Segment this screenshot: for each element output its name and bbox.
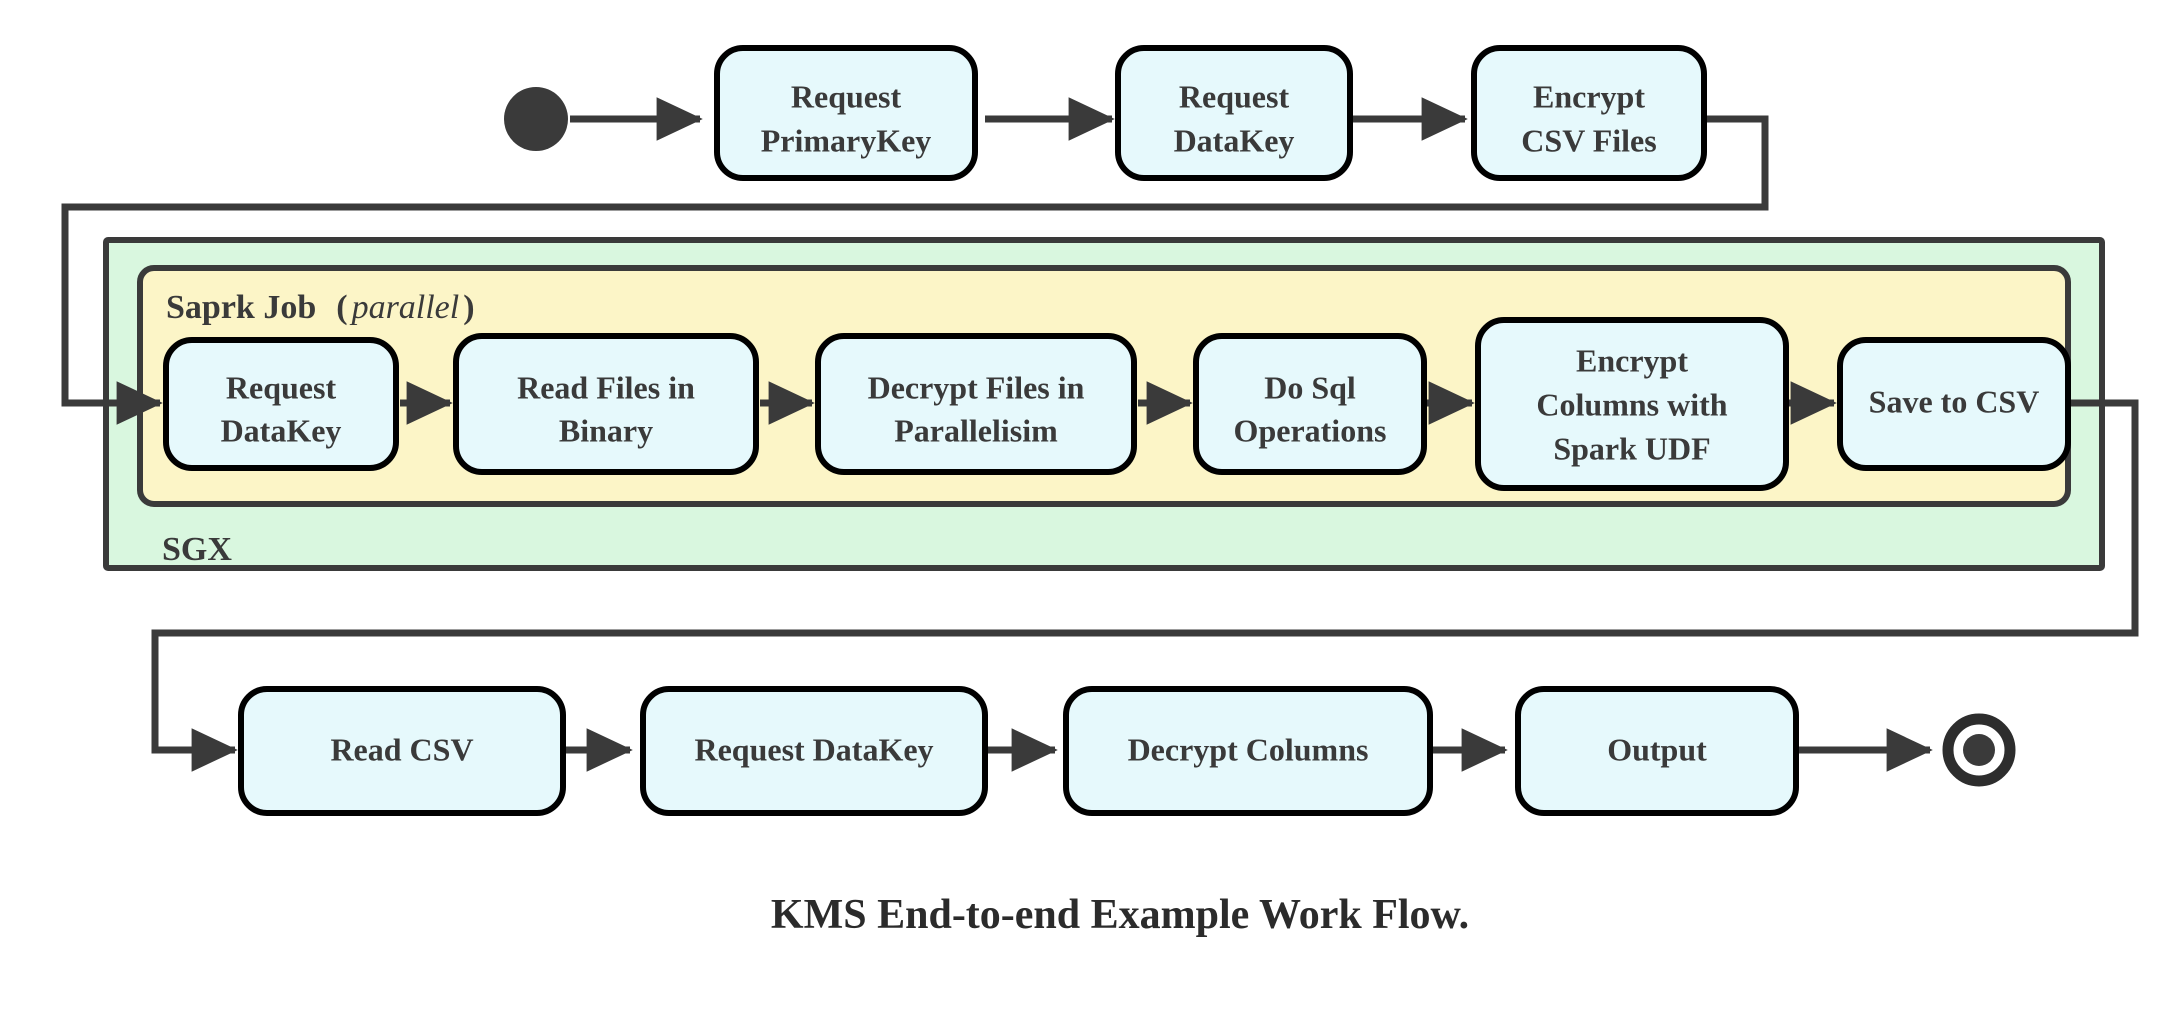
node-request-primarykey-line-1: Request bbox=[791, 78, 902, 114]
node-request-datakey-spark-line-1: Request bbox=[226, 369, 337, 405]
node-read-csv-label: Read CSV bbox=[330, 731, 473, 767]
node-decrypt-files-in-parallelisim-line-1: Decrypt Files in bbox=[868, 369, 1085, 405]
sgx-container-label: SGX bbox=[162, 531, 232, 568]
node-request-datakey-top-line-1: Request bbox=[1179, 78, 1290, 114]
node-do-sql-operations-line-2: Operations bbox=[1234, 412, 1387, 448]
diagram-caption: KMS End-to-end Example Work Flow. bbox=[771, 892, 1469, 938]
node-request-datakey-bottom[interactable]: Request DataKey bbox=[640, 686, 988, 816]
node-request-primarykey[interactable]: Request PrimaryKey bbox=[714, 45, 978, 181]
node-encrypt-columns-with-spark-udf-line-3: Spark UDF bbox=[1553, 430, 1710, 466]
node-decrypt-columns-label: Decrypt Columns bbox=[1128, 731, 1369, 767]
node-do-sql-operations-line-1: Do Sql bbox=[1264, 369, 1356, 405]
node-decrypt-files-in-parallelisim-line-2: Parallelisim bbox=[894, 412, 1058, 448]
node-output[interactable]: Output bbox=[1515, 686, 1799, 816]
end-node bbox=[1942, 713, 2016, 787]
node-decrypt-files-in-parallelisim[interactable]: Decrypt Files in Parallelisim bbox=[815, 333, 1137, 475]
node-request-datakey-spark[interactable]: Request DataKey bbox=[163, 337, 399, 471]
node-encrypt-csv-files-line-2: CSV Files bbox=[1521, 122, 1656, 158]
node-read-csv[interactable]: Read CSV bbox=[238, 686, 566, 816]
node-read-files-in-binary-line-1: Read Files in bbox=[517, 369, 695, 405]
node-save-to-csv[interactable]: Save to CSV bbox=[1837, 337, 2071, 471]
node-request-datakey-top[interactable]: Request DataKey bbox=[1115, 45, 1353, 181]
node-save-to-csv-label: Save to CSV bbox=[1869, 383, 2040, 419]
node-decrypt-columns[interactable]: Decrypt Columns bbox=[1063, 686, 1433, 816]
node-request-primarykey-line-2: PrimaryKey bbox=[761, 122, 932, 158]
node-encrypt-columns-with-spark-udf-line-2: Columns with bbox=[1536, 386, 1727, 422]
node-request-datakey-bottom-label: Request DataKey bbox=[694, 731, 933, 767]
start-node bbox=[504, 87, 568, 151]
node-encrypt-csv-files-line-1: Encrypt bbox=[1533, 78, 1645, 114]
node-read-files-in-binary[interactable]: Read Files in Binary bbox=[453, 333, 759, 475]
spark-job-container-label: Saprk Job ( parallel ) bbox=[166, 289, 475, 326]
edge-encrypt-csv-to-spark-datakey bbox=[61, 115, 1769, 425]
node-do-sql-operations[interactable]: Do Sql Operations bbox=[1193, 333, 1427, 475]
edge-save-csv-to-read-csv bbox=[151, 399, 2139, 772]
node-request-datakey-spark-line-2: DataKey bbox=[221, 412, 342, 448]
node-encrypt-csv-files[interactable]: Encrypt CSV Files bbox=[1471, 45, 1707, 181]
node-request-datakey-top-line-2: DataKey bbox=[1174, 122, 1295, 158]
node-encrypt-columns-with-spark-udf[interactable]: Encrypt Columns with Spark UDF bbox=[1475, 317, 1789, 491]
node-encrypt-columns-with-spark-udf-line-1: Encrypt bbox=[1576, 342, 1688, 378]
node-read-files-in-binary-line-2: Binary bbox=[559, 412, 653, 448]
node-output-label: Output bbox=[1607, 731, 1707, 767]
